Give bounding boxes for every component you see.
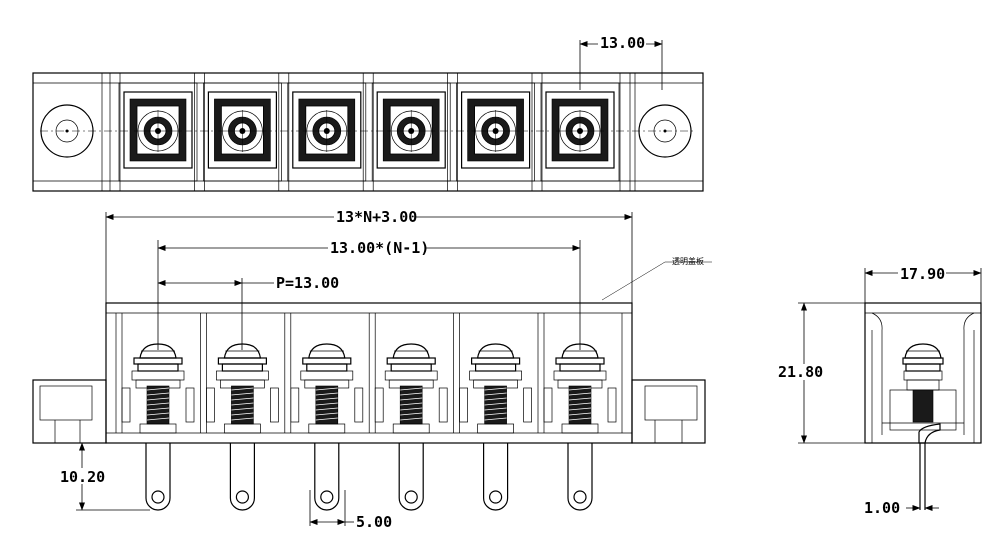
front-view-cells (115, 313, 623, 511)
top-cell (109, 72, 198, 192)
dim-side-height: 21.80 (778, 363, 823, 381)
top-cell (278, 72, 367, 192)
top-cell (362, 72, 451, 192)
dim-pin-length: 10.20 (60, 468, 105, 486)
front-cell (115, 313, 195, 511)
flange-left (32, 379, 107, 444)
top-view (32, 72, 704, 192)
dimensions: 13.00 13*N+3.00 13.00*(N-1) P=13.00 10.2… (58, 34, 982, 531)
dim-side-width: 17.90 (900, 265, 945, 283)
top-cell (447, 72, 535, 192)
side-view (864, 302, 982, 510)
front-cell (284, 313, 364, 511)
top-cell (531, 72, 620, 192)
dim-pitch-top: 13.00 (600, 34, 645, 52)
side-screw (902, 343, 944, 423)
front-cell (368, 313, 448, 511)
top-view-cells (109, 72, 631, 192)
cover-note-label: 透明盖板 (672, 256, 704, 266)
dim-total-length: 13*N+3.00 (336, 208, 417, 226)
front-cell (537, 313, 617, 511)
top-cell (194, 72, 282, 192)
dim-pitch: P=13.00 (276, 274, 339, 292)
flange-right (631, 379, 706, 444)
front-view: 透明盖板 (32, 256, 712, 511)
dim-tab-width: 5.00 (356, 513, 392, 531)
front-cell (200, 313, 279, 511)
dim-pin-span: 13.00*(N-1) (330, 239, 429, 257)
front-cell (453, 313, 532, 511)
dim-pin-thickness: 1.00 (864, 499, 900, 517)
